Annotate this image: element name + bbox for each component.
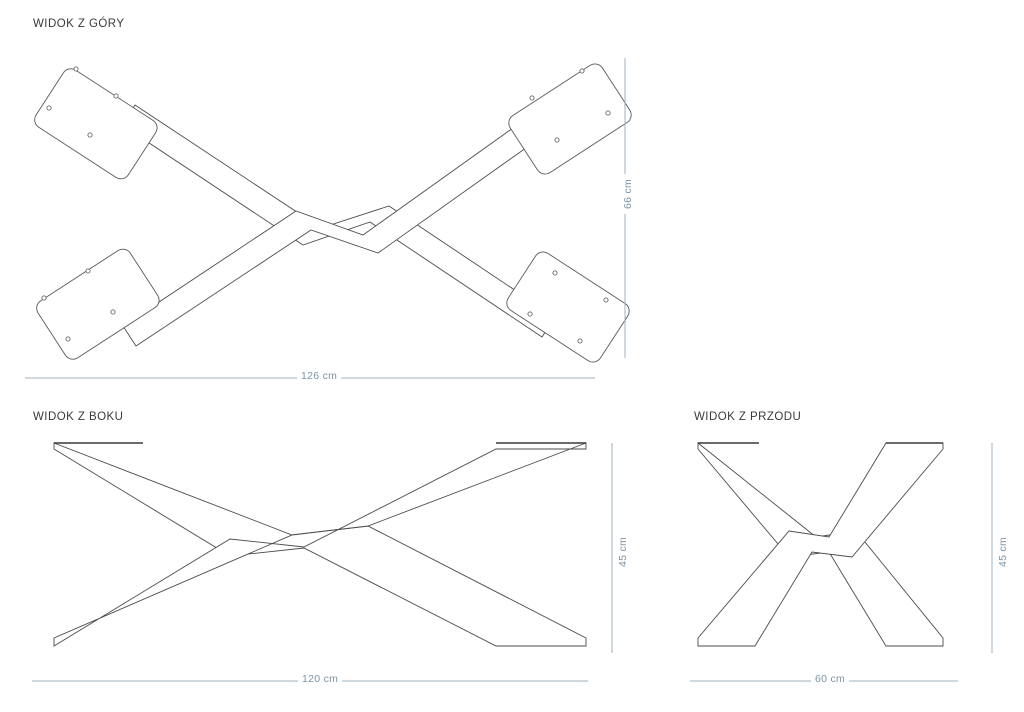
- dim-66-label: 66 cm: [622, 173, 635, 215]
- dim-45-front-label: 45 cm: [997, 531, 1010, 573]
- dim-45-front-line: [991, 443, 993, 653]
- dim-45-side-line: [611, 443, 613, 653]
- screw-hole: [41, 295, 47, 301]
- mounting-plate-bottom-right: [506, 251, 630, 363]
- screw-hole: [85, 268, 91, 274]
- screw-hole: [110, 309, 116, 315]
- dim-126-label: 126 cm: [297, 370, 342, 382]
- side-view-title: WIDOK Z BOKU: [33, 411, 124, 423]
- screw-hole: [577, 338, 583, 344]
- mounting-plate-top-right: [508, 63, 632, 175]
- screw-hole: [65, 336, 71, 342]
- screw-hole: [527, 311, 533, 317]
- screw-hole: [46, 105, 52, 111]
- dim-45-side-label: 45 cm: [617, 531, 630, 573]
- screw-hole: [73, 66, 79, 72]
- mounting-plate-bottom-left: [36, 248, 160, 360]
- side-beam-sw-ne: [53, 442, 587, 647]
- front-view-drawing: [697, 442, 944, 647]
- screw-hole: [552, 270, 558, 276]
- screw-hole: [529, 95, 535, 101]
- side-view-drawing: [53, 442, 587, 647]
- screw-hole: [554, 137, 560, 143]
- top-view-title: WIDOK Z GÓRY: [33, 18, 125, 30]
- dim-60-label: 60 cm: [811, 673, 850, 685]
- screw-hole: [579, 68, 585, 74]
- mounting-plate-top-left: [34, 66, 158, 180]
- top-beam-nw-se: [121, 104, 556, 338]
- front-view-title: WIDOK Z PRZODU: [694, 411, 802, 423]
- dim-120-label: 120 cm: [298, 673, 343, 685]
- screw-hole: [87, 132, 93, 138]
- screw-hole: [113, 93, 119, 99]
- screw-hole: [605, 110, 611, 116]
- screw-hole: [603, 297, 609, 303]
- top-view-drawing: [34, 63, 632, 363]
